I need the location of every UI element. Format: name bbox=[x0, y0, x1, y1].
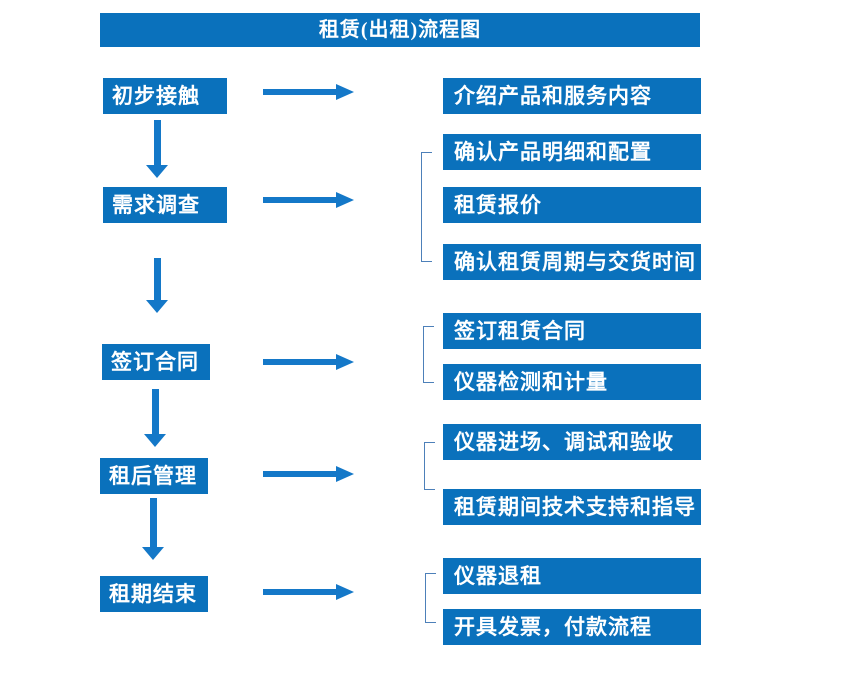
detail-box-technical-support-guidance: 租赁期间技术支持和指导 bbox=[443, 489, 701, 525]
flowchart-title-bar: 租赁(出租)流程图 bbox=[100, 13, 700, 47]
detail-box-confirm-product-details: 确认产品明细和配置 bbox=[443, 134, 701, 170]
group-bracket-3 bbox=[424, 442, 435, 490]
step-box-sign-contract: 签订合同 bbox=[102, 344, 210, 380]
detail-box-instrument-return: 仪器退租 bbox=[443, 558, 701, 594]
group-bracket-4 bbox=[425, 573, 436, 623]
right-arrow-icon-1 bbox=[263, 84, 354, 100]
detail-box-instrument-inspection-metering: 仪器检测和计量 bbox=[443, 364, 701, 400]
down-arrow-icon-4 bbox=[142, 498, 164, 560]
detail-box-introduce-products-services: 介绍产品和服务内容 bbox=[443, 78, 701, 114]
step-box-post-rental-management: 租后管理 bbox=[100, 458, 208, 494]
detail-box-invoice-payment-process: 开具发票，付款流程 bbox=[443, 609, 701, 645]
detail-box-rental-quote: 租赁报价 bbox=[443, 187, 701, 223]
group-bracket-1 bbox=[421, 152, 432, 262]
flowchart-title: 租赁(出租)流程图 bbox=[318, 19, 482, 41]
right-arrow-icon-3 bbox=[263, 354, 354, 370]
right-arrow-icon-2 bbox=[263, 192, 354, 208]
step-box-needs-survey: 需求调查 bbox=[103, 187, 227, 223]
step-box-initial-contact: 初步接触 bbox=[103, 78, 227, 114]
step-box-rental-end: 租期结束 bbox=[100, 576, 208, 612]
group-bracket-2 bbox=[423, 326, 434, 383]
detail-box-instrument-entry-debug-acceptance: 仪器进场、调试和验收 bbox=[443, 424, 701, 460]
right-arrow-icon-4 bbox=[263, 466, 354, 482]
detail-box-sign-rental-contract: 签订租赁合同 bbox=[443, 313, 701, 349]
down-arrow-icon-2 bbox=[146, 258, 168, 313]
right-arrow-icon-5 bbox=[263, 584, 354, 600]
detail-box-confirm-rental-period-delivery: 确认租赁周期与交货时间 bbox=[443, 244, 701, 280]
down-arrow-icon-3 bbox=[144, 389, 166, 447]
down-arrow-icon-1 bbox=[146, 120, 168, 178]
